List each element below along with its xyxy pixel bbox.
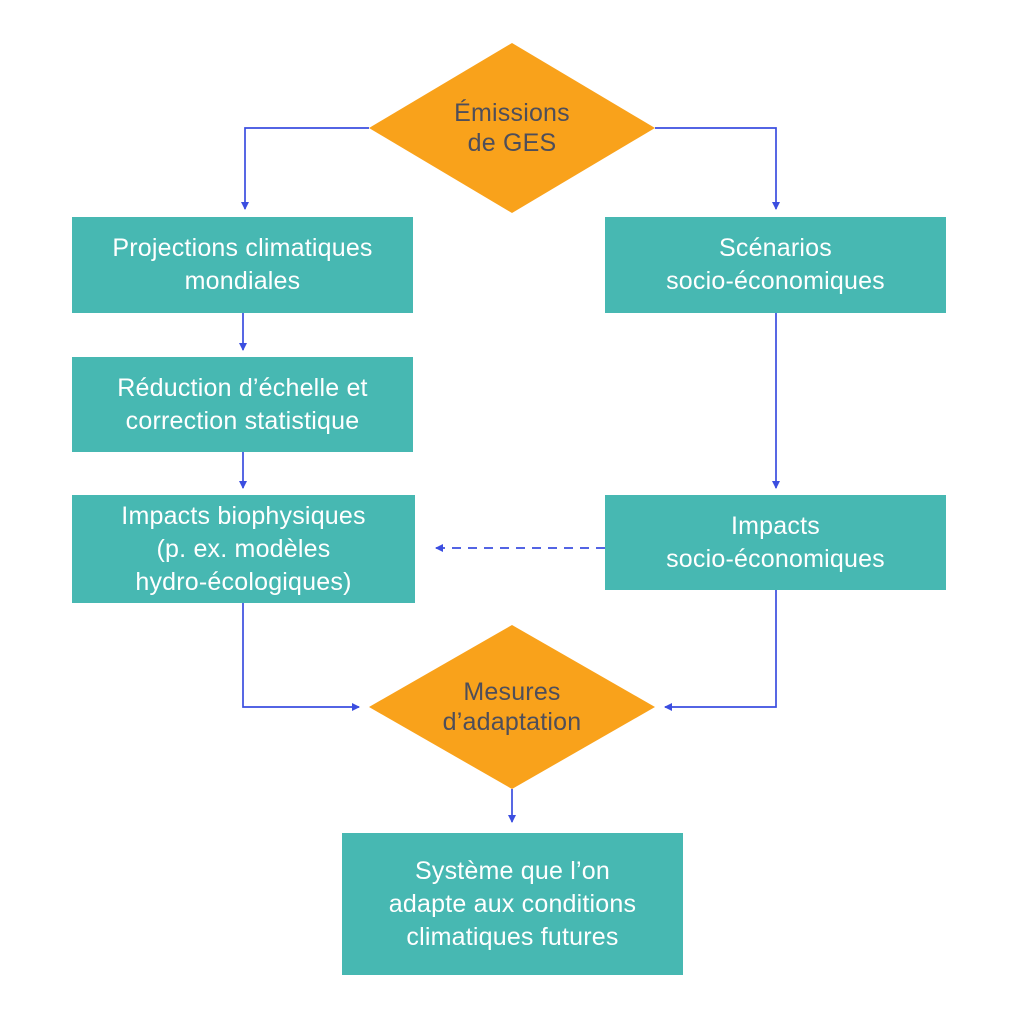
node-mesures-adaptation-label: Mesures d’adaptation bbox=[442, 677, 582, 737]
connector-impacts-socio-to-mesures bbox=[664, 590, 777, 711]
node-reduction-echelle-label: Réduction d’échelle et correction statis… bbox=[117, 373, 368, 435]
node-reduction-echelle: Réduction d’échelle et correction statis… bbox=[72, 357, 413, 452]
node-scenarios-socio-economiques-label: Scénarios socio-économiques bbox=[666, 234, 885, 295]
emissions-diamond-shape bbox=[369, 43, 655, 213]
node-impacts-socio-economiques: Impacts socio-économiques bbox=[605, 495, 946, 590]
node-projections-climatiques-label: Projections climatiques mondiales bbox=[112, 234, 373, 295]
connector-emissions-to-scenarios bbox=[655, 127, 780, 210]
node-scenarios-socio-economiques: Scénarios socio-économiques bbox=[605, 217, 946, 313]
node-emissions-ges: Émissions de GES bbox=[369, 43, 655, 213]
node-systeme-adapte: Système que l’on adapte aux conditions c… bbox=[342, 833, 683, 975]
node-emissions-ges-label: Émissions de GES bbox=[454, 98, 570, 158]
node-systeme-adapte-label: Système que l’on adapte aux conditions c… bbox=[388, 856, 637, 951]
node-mesures-adaptation: Mesures d’adaptation bbox=[369, 625, 655, 789]
node-impacts-biophysiques-label: Impacts biophysiques (p. ex. modèles hyd… bbox=[121, 501, 366, 596]
mesures-diamond-shape bbox=[369, 625, 655, 789]
connector-emissions-to-projections bbox=[241, 127, 369, 210]
node-projections-climatiques: Projections climatiques mondiales bbox=[72, 217, 413, 313]
connector-impacts-biophysiques-to-mesures bbox=[242, 603, 360, 711]
node-impacts-biophysiques: Impacts biophysiques (p. ex. modèles hyd… bbox=[72, 495, 415, 603]
node-impacts-socio-economiques-label: Impacts socio-économiques bbox=[666, 511, 885, 573]
